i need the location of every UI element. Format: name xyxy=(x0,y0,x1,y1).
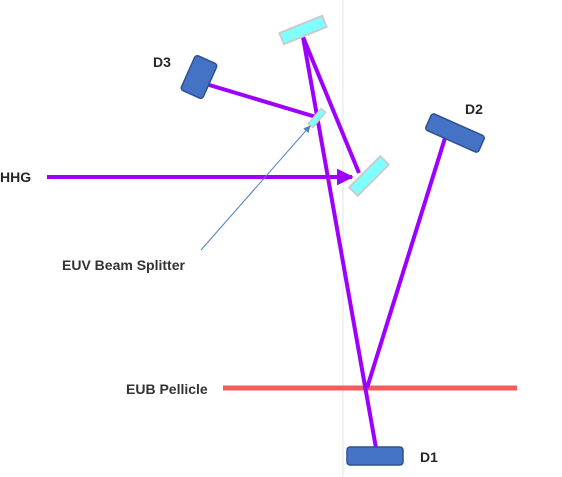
d1-label: D1 xyxy=(420,449,438,465)
beam-splitter-to-d3 xyxy=(205,82,317,119)
detector-d2 xyxy=(425,113,485,153)
beam-splitter-pointer xyxy=(200,125,311,251)
detector-d1 xyxy=(346,446,404,466)
hhg-label: HHG xyxy=(0,169,31,185)
beam-mirror-right-to-top xyxy=(301,36,361,174)
d2-label: D2 xyxy=(465,101,483,117)
beam-splitter xyxy=(307,107,327,129)
beam-splitter-label: EUV Beam Splitter xyxy=(62,257,185,273)
beam-top-mirror-to-d1 xyxy=(301,36,378,449)
top-mirror xyxy=(278,14,328,46)
d3-label: D3 xyxy=(153,54,171,70)
beam-pellicle-to-d2 xyxy=(365,137,447,389)
right-mirror xyxy=(347,154,391,198)
pellicle-label: EUB Pellicle xyxy=(126,381,208,397)
detector-d3 xyxy=(180,54,218,100)
